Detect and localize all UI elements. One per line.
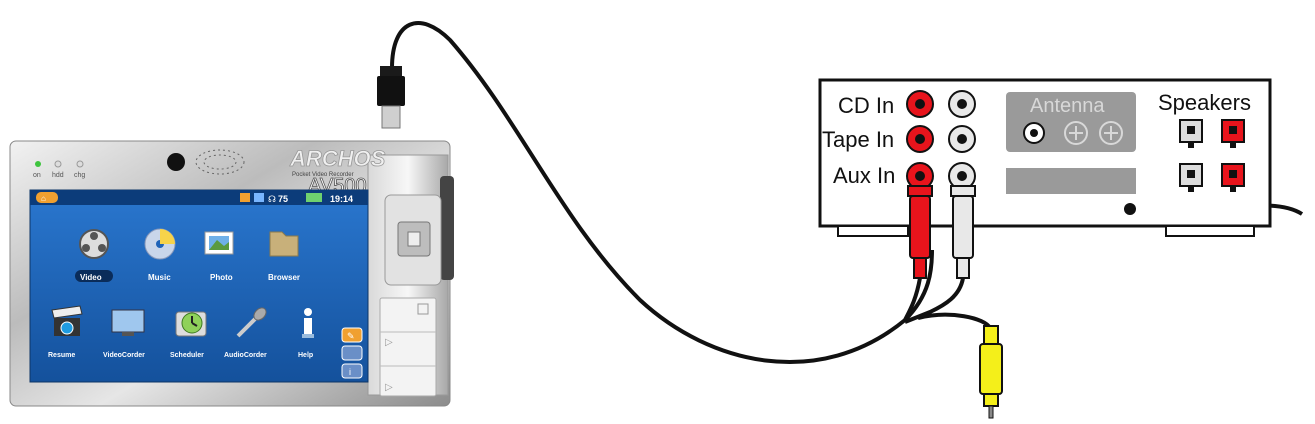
power-cord-grommet <box>1124 203 1136 215</box>
signal-icon <box>306 193 322 202</box>
battery-icon <box>240 193 250 202</box>
speaker-terminal-red <box>1221 163 1245 192</box>
d-pad[interactable] <box>384 194 442 286</box>
side-buttons[interactable]: ▷ ▷ <box>379 297 437 397</box>
svg-text:▷: ▷ <box>385 382 393 393</box>
input-label-tape: Tape In <box>822 127 894 152</box>
label-plate <box>1006 168 1136 194</box>
menu-label[interactable]: Scheduler <box>170 352 204 359</box>
input-label-cd: CD In <box>838 93 894 118</box>
led-label: chg <box>74 172 85 179</box>
svg-text:✎: ✎ <box>347 331 355 341</box>
speakers-label: Speakers <box>1158 90 1251 115</box>
headphone-icon: ☊ <box>268 194 276 204</box>
soft-key-edit[interactable]: ✎ <box>341 327 363 343</box>
brand-logo: ARCHOS <box>289 146 386 171</box>
menu-label[interactable]: Browser <box>268 273 300 282</box>
yellow-rca-cable <box>917 312 992 330</box>
clapper-icon[interactable] <box>51 305 83 336</box>
receiver: CD In Tape In Aux In Antenna <box>818 78 1272 237</box>
speaker-grille <box>195 149 245 175</box>
speaker-terminal-white <box>1179 163 1203 192</box>
camera-lens <box>167 153 185 171</box>
speaker-terminal-white <box>1179 119 1203 148</box>
menu-label[interactable]: Video <box>80 273 102 282</box>
antenna-terminal-icon <box>1099 121 1123 145</box>
film-reel-icon[interactable] <box>79 229 109 259</box>
antenna-label: Antenna <box>1030 95 1105 117</box>
led-label: on <box>33 172 41 179</box>
menu-label[interactable]: VideoCorder <box>103 352 145 359</box>
status-leds: on hdd chg <box>33 160 85 179</box>
red-rca-cable <box>903 277 922 321</box>
usb-plug <box>377 66 405 129</box>
menu-label[interactable]: Photo <box>210 273 233 282</box>
home-icon[interactable]: ⌂ <box>36 192 58 203</box>
cd-icon[interactable] <box>144 228 176 260</box>
jack-cd-white <box>948 90 976 118</box>
tagline: Pocket Video Recorder <box>292 172 354 178</box>
white-rca-plug <box>950 185 976 279</box>
tv-icon[interactable] <box>111 309 145 336</box>
microphone-icon[interactable] <box>236 306 268 338</box>
selected-highlight <box>75 270 113 282</box>
led-label: hdd <box>52 172 64 179</box>
info-icon[interactable] <box>302 308 314 338</box>
folder-icon[interactable] <box>269 231 299 257</box>
jack-tape-white <box>948 125 976 153</box>
jack-cd-red <box>906 90 934 118</box>
photos-icon[interactable] <box>204 231 234 255</box>
status-bar <box>30 190 368 205</box>
menu-label[interactable]: Help <box>298 352 313 359</box>
speaker-terminal-red <box>1221 119 1245 148</box>
white-rca-cable <box>904 277 965 324</box>
jack-aux-red <box>906 162 934 190</box>
menu-label[interactable]: Resume <box>48 352 75 359</box>
jack-tape-red <box>906 125 934 153</box>
yellow-rca-plug <box>979 325 1003 419</box>
jack-aux-white <box>948 162 976 190</box>
clock-icon[interactable] <box>175 311 207 337</box>
menu-label[interactable]: Music <box>148 273 171 282</box>
svg-text:i: i <box>349 367 351 377</box>
antenna-panel: Antenna <box>1006 92 1136 152</box>
screen <box>29 189 369 383</box>
clock-value: 19:14 <box>330 194 353 204</box>
soft-key-info[interactable]: i <box>341 363 363 379</box>
hdd-icon <box>254 193 264 202</box>
antenna-terminal-icon <box>1064 121 1088 145</box>
menu-label[interactable]: AudioCorder <box>224 352 267 359</box>
soft-key-tool[interactable] <box>341 345 363 361</box>
input-label-aux: Aux In <box>833 163 895 188</box>
svg-text:▷: ▷ <box>385 337 393 348</box>
svg-text:⌂: ⌂ <box>41 194 46 203</box>
archos-device: on hdd chg ARCHOS Pocket Video Recorder … <box>9 140 454 407</box>
volume-value: 75 <box>278 194 288 204</box>
red-rca-plug <box>907 185 933 279</box>
